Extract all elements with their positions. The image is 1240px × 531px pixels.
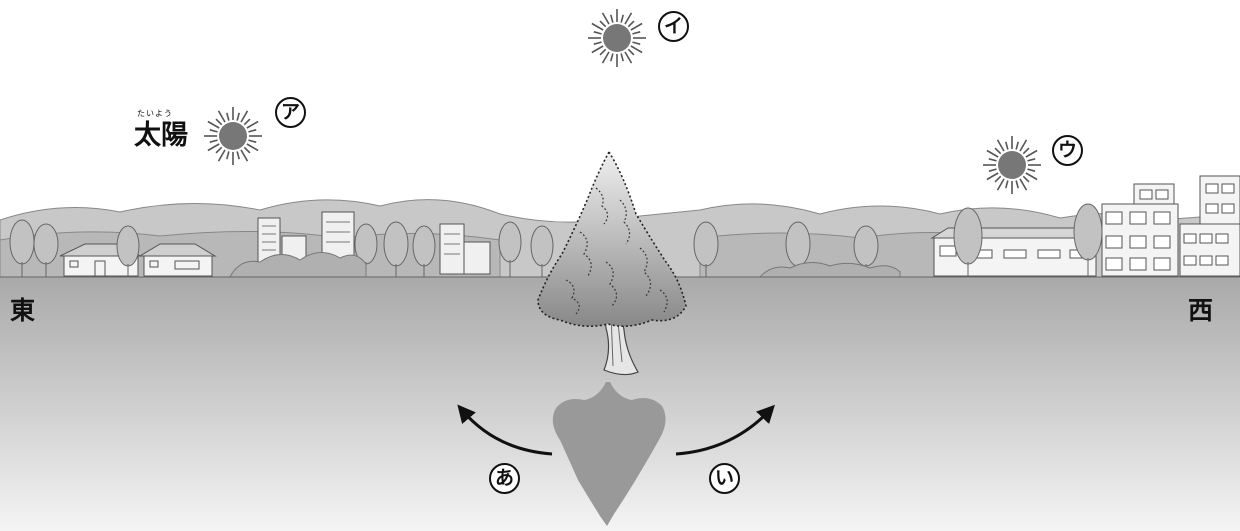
sun-ray bbox=[987, 173, 998, 180]
sun-icon bbox=[588, 9, 646, 67]
sun-ray bbox=[631, 46, 642, 53]
direction-west: 西 bbox=[1188, 298, 1213, 323]
sun-ray bbox=[611, 15, 613, 23]
sun-ray bbox=[1016, 142, 1018, 150]
sun-ray bbox=[227, 151, 229, 159]
sun-ray bbox=[1006, 142, 1008, 150]
sun-ray bbox=[219, 111, 226, 122]
sun-ray bbox=[210, 140, 218, 142]
sun-ray bbox=[987, 151, 998, 158]
sun-ray bbox=[1026, 151, 1037, 158]
sun-ray bbox=[632, 32, 640, 34]
sun-label: 太陽 bbox=[134, 122, 188, 149]
sun-ray bbox=[248, 140, 256, 142]
sun-disk bbox=[219, 122, 247, 150]
sun-ray bbox=[1027, 159, 1035, 161]
sun-ray bbox=[995, 148, 1001, 154]
sun-ray bbox=[603, 13, 610, 24]
sun-ray bbox=[625, 13, 632, 24]
sun-ray bbox=[1006, 180, 1008, 188]
sun-ray bbox=[208, 122, 219, 129]
sun-ray bbox=[241, 111, 248, 122]
shadow-arrow-mark-i: い bbox=[709, 463, 740, 494]
sun-disk bbox=[998, 151, 1026, 179]
sun-ray bbox=[210, 130, 218, 132]
sun-ray bbox=[603, 52, 610, 63]
sun-ray bbox=[237, 151, 239, 159]
sun-position-mark-i: イ bbox=[658, 11, 689, 42]
sun-ray bbox=[998, 179, 1005, 190]
sun-ray bbox=[1023, 176, 1029, 182]
sun-ray bbox=[241, 150, 248, 161]
sun-ray bbox=[998, 140, 1005, 151]
sun-ray bbox=[248, 130, 256, 132]
sun-ray bbox=[247, 122, 258, 129]
sun-label-ruby: たいよう bbox=[137, 110, 173, 118]
sun-ray bbox=[632, 42, 640, 44]
sun-ray bbox=[594, 42, 602, 44]
sun-ray bbox=[1016, 180, 1018, 188]
sun-ray bbox=[219, 150, 226, 161]
sun-ray bbox=[611, 53, 613, 61]
direction-east: 東 bbox=[10, 298, 35, 323]
sun-ray bbox=[989, 159, 997, 161]
sun-position-mark-a: ア bbox=[275, 97, 306, 128]
sun-icon bbox=[204, 107, 262, 165]
sun-ray bbox=[631, 24, 642, 31]
sun-ray bbox=[600, 49, 606, 55]
sun-ray bbox=[208, 144, 219, 151]
sun-ray bbox=[216, 119, 222, 125]
sun-ray bbox=[625, 52, 632, 63]
sun-ray bbox=[1020, 179, 1027, 190]
sun-ray bbox=[237, 113, 239, 121]
sun-ray bbox=[1026, 173, 1037, 180]
sun-ray bbox=[592, 46, 603, 53]
sun-ray bbox=[244, 119, 250, 125]
sun-position-mark-u: ウ bbox=[1052, 135, 1083, 166]
sun-icon bbox=[983, 136, 1041, 194]
sun-ray bbox=[989, 169, 997, 171]
sun-ray bbox=[1023, 148, 1029, 154]
sun-ray bbox=[995, 176, 1001, 182]
sun-ray bbox=[594, 32, 602, 34]
sun-ray bbox=[628, 21, 634, 27]
sun-ray bbox=[621, 53, 623, 61]
sun-ray bbox=[1020, 140, 1027, 151]
shadow-arrow-mark-a: あ bbox=[489, 463, 520, 494]
sun-ray bbox=[592, 24, 603, 31]
sun-ray bbox=[247, 144, 258, 151]
sun-ray bbox=[216, 147, 222, 153]
sun-ray bbox=[1027, 169, 1035, 171]
sun-disk bbox=[603, 24, 631, 52]
sun-ray bbox=[244, 147, 250, 153]
sun-ray bbox=[227, 113, 229, 121]
sun-ray bbox=[600, 21, 606, 27]
sun-ray bbox=[621, 15, 623, 23]
sun-ray bbox=[628, 49, 634, 55]
